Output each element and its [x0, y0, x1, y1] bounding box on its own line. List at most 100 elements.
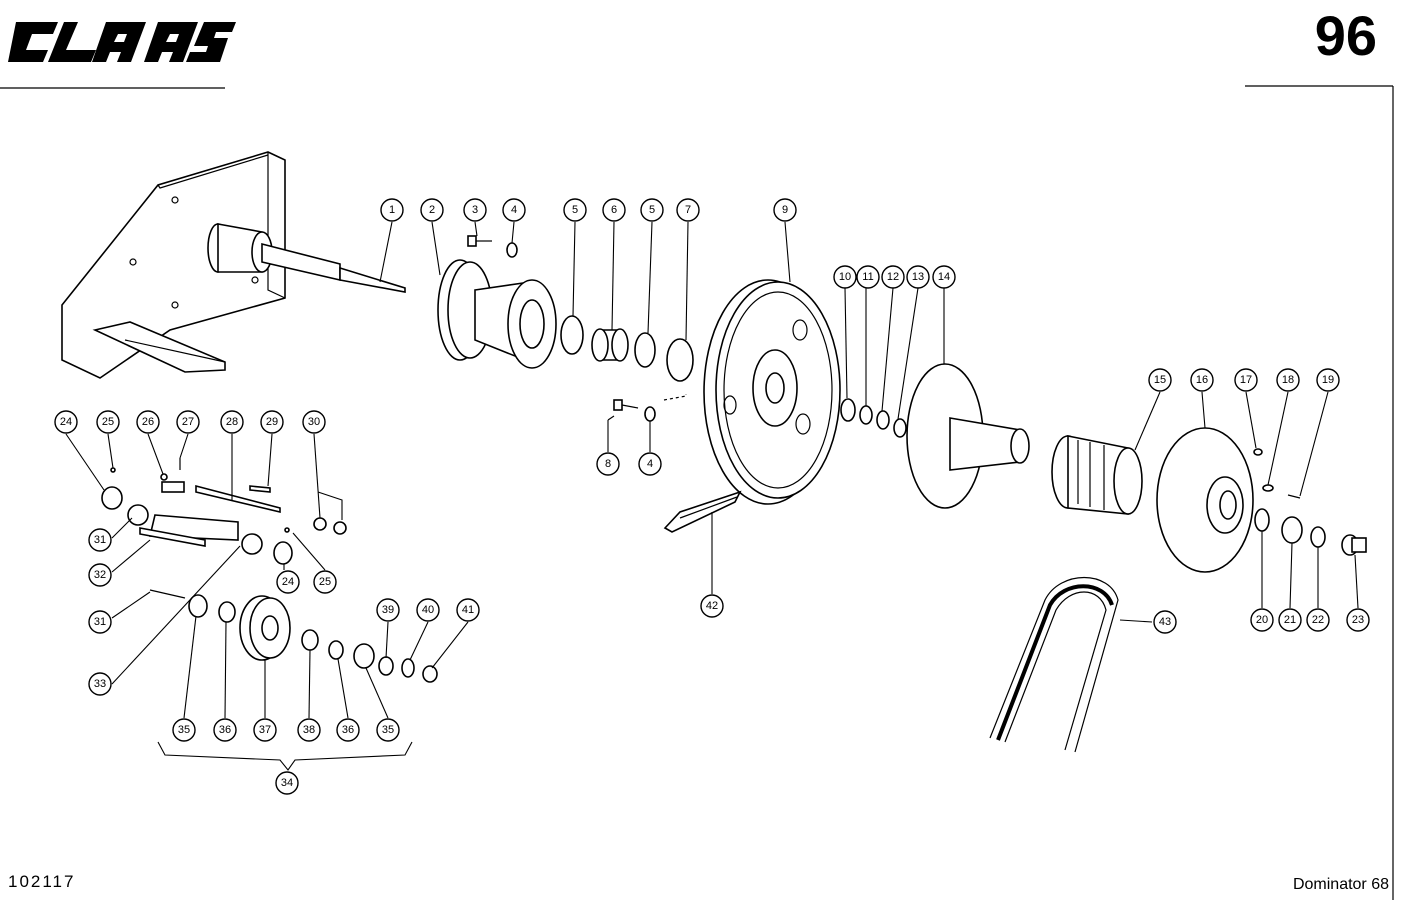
- sleeve-15: [1051, 435, 1143, 515]
- callout-27: 27: [176, 410, 200, 434]
- washer-4b: [644, 406, 656, 422]
- svg-text:17: 17: [1240, 374, 1252, 386]
- callout-19: 19: [1316, 368, 1340, 392]
- idler-pulley: [149, 589, 438, 683]
- svg-text:37: 37: [259, 724, 271, 736]
- seal-ring: [666, 338, 694, 382]
- svg-text:42: 42: [706, 600, 718, 612]
- bearing-10: [840, 398, 856, 422]
- svg-text:28: 28: [226, 416, 238, 428]
- svg-text:35: 35: [382, 724, 394, 736]
- callout-36b: 36: [336, 718, 360, 742]
- svg-text:33: 33: [94, 678, 106, 690]
- svg-text:35: 35: [178, 724, 190, 736]
- svg-text:24: 24: [282, 576, 294, 588]
- callout-20: 20: [1250, 608, 1274, 632]
- svg-text:36: 36: [219, 724, 231, 736]
- callout-9: 9: [773, 198, 797, 222]
- svg-text:15: 15: [1154, 374, 1166, 386]
- callout-32: 32: [88, 563, 112, 587]
- washer-4: [506, 242, 518, 258]
- svg-text:2: 2: [429, 204, 435, 216]
- callout-6: 6: [602, 198, 626, 222]
- callout-13: 13: [906, 265, 930, 289]
- svg-text:13: 13: [912, 271, 924, 283]
- callout-18: 18: [1276, 368, 1300, 392]
- washer-22: [1310, 526, 1326, 548]
- bearing-housing: [437, 259, 557, 369]
- svg-text:7: 7: [685, 204, 691, 216]
- callout-22: 22: [1306, 608, 1330, 632]
- split-pin-19: [1287, 494, 1301, 499]
- svg-text:18: 18: [1282, 374, 1294, 386]
- svg-text:14: 14: [938, 271, 950, 283]
- svg-text:11: 11: [862, 271, 873, 283]
- callout-31b: 31: [88, 610, 112, 634]
- svg-text:41: 41: [462, 604, 474, 616]
- callout-5: 5: [563, 198, 587, 222]
- claas-logo: [8, 22, 236, 62]
- svg-text:4: 4: [647, 458, 653, 470]
- tensioner-arm: [101, 458, 347, 565]
- svg-text:3: 3: [472, 204, 478, 216]
- svg-text:31: 31: [94, 616, 106, 628]
- svg-text:25: 25: [319, 576, 331, 588]
- callout-40: 40: [416, 598, 440, 622]
- svg-text:32: 32: [94, 569, 106, 581]
- callout-41: 41: [456, 598, 480, 622]
- nut-21: [1281, 516, 1303, 544]
- pulley-half-16: [1156, 427, 1254, 573]
- svg-text:4: 4: [511, 204, 517, 216]
- callout-29: 29: [260, 410, 284, 434]
- callout-35: 35: [172, 718, 196, 742]
- callout-21: 21: [1278, 608, 1302, 632]
- callout-38: 38: [297, 718, 321, 742]
- svg-text:26: 26: [142, 416, 154, 428]
- callout-5b: 5: [640, 198, 664, 222]
- pulley-half-14: [906, 363, 1030, 509]
- svg-text:6: 6: [611, 204, 617, 216]
- callout-25b: 25: [313, 570, 337, 594]
- svg-text:27: 27: [182, 416, 194, 428]
- main-pulley: [703, 279, 841, 505]
- svg-text:43: 43: [1159, 616, 1171, 628]
- snap-ring: [634, 332, 656, 368]
- v-belt-43: [989, 577, 1119, 753]
- callout-24: 24: [54, 410, 78, 434]
- pin-17: [1253, 448, 1263, 456]
- ring-13: [893, 418, 907, 438]
- ball-bearing: [591, 328, 629, 362]
- svg-text:38: 38: [303, 724, 315, 736]
- leader-lines: [65, 221, 1359, 719]
- svg-text:25: 25: [102, 416, 114, 428]
- drawing-number: 102117: [8, 872, 76, 891]
- nut-18: [1262, 484, 1274, 492]
- callout-37: 37: [253, 718, 277, 742]
- svg-text:10: 10: [839, 271, 851, 283]
- svg-text:19: 19: [1322, 374, 1334, 386]
- svg-text:5: 5: [649, 204, 655, 216]
- callout-43: 43: [1153, 610, 1177, 634]
- callout-16: 16: [1190, 368, 1214, 392]
- callout-4b: 4: [638, 452, 662, 476]
- washer-20: [1254, 508, 1270, 532]
- page-number: 96: [1314, 4, 1377, 67]
- svg-text:21: 21: [1284, 614, 1296, 626]
- group-bracket: [157, 741, 413, 771]
- mounting-bracket: [61, 151, 286, 379]
- callout-3: 3: [463, 198, 487, 222]
- model-name: Dominator 68: [1292, 876, 1389, 893]
- svg-text:36: 36: [342, 724, 354, 736]
- bolt-8: [613, 399, 639, 411]
- svg-text:40: 40: [422, 604, 434, 616]
- svg-text:5: 5: [572, 204, 578, 216]
- shaft: [207, 223, 406, 293]
- callout-42: 42: [700, 594, 724, 618]
- v-belt-42: [663, 490, 742, 533]
- svg-text:39: 39: [382, 604, 394, 616]
- svg-text:20: 20: [1256, 614, 1268, 626]
- callout-35b: 35: [376, 718, 400, 742]
- callout-31: 31: [88, 528, 112, 552]
- callout-17: 17: [1234, 368, 1258, 392]
- callout-4: 4: [502, 198, 526, 222]
